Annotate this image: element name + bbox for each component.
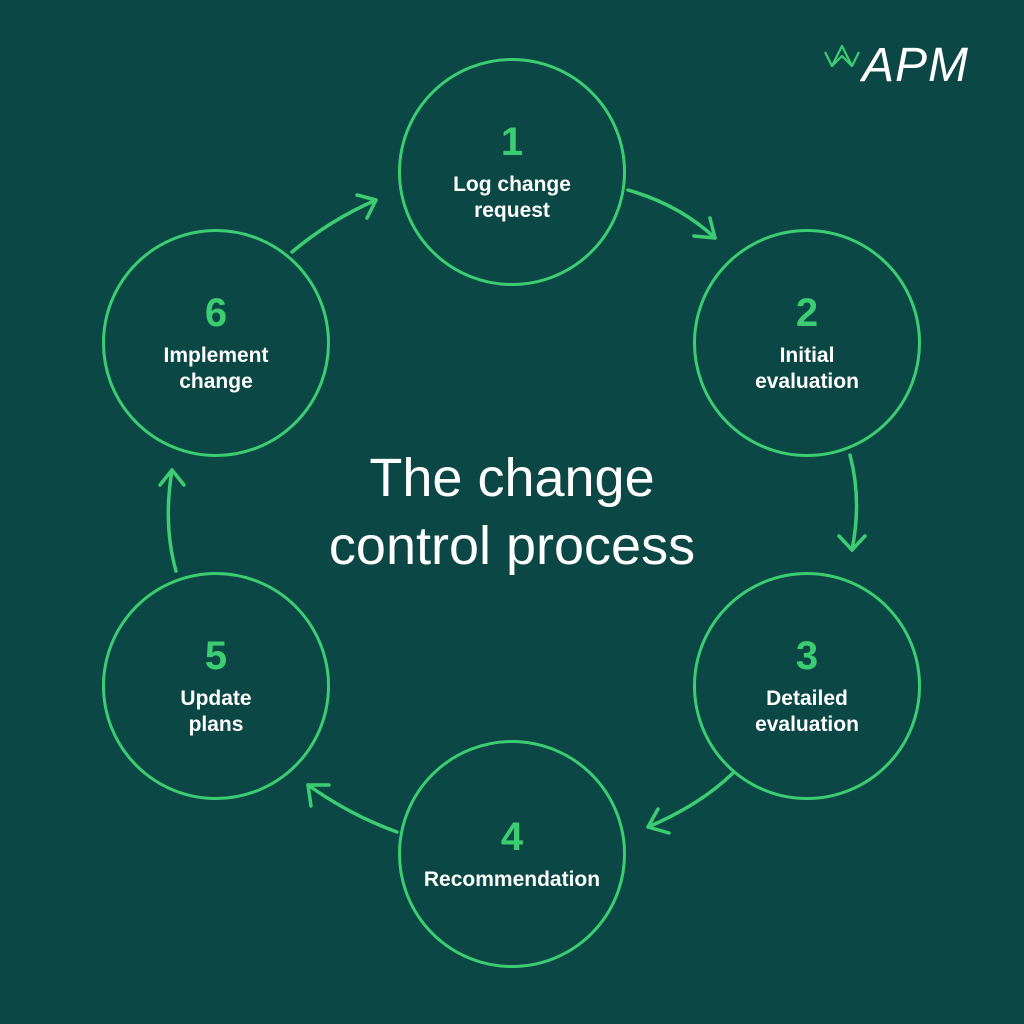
step-2-circle: 2 Initial evaluation (693, 229, 921, 457)
crown-icon (824, 44, 860, 68)
step-6-circle: 6 Implement change (102, 229, 330, 457)
arrow-4-to-5 (306, 783, 399, 834)
arrow-5-to-6 (166, 468, 178, 573)
step-5-circle: 5 Update plans (102, 572, 330, 800)
diagram-title: The change control process (328, 448, 696, 576)
arrowhead-2-to-3 (837, 534, 867, 552)
step-4-number: 4 (500, 815, 524, 859)
apm-logo: APM (822, 38, 987, 93)
step-3-number: 3 (795, 634, 819, 678)
step-1-circle: 1 Log change request (398, 58, 626, 286)
arrowhead-5-to-6 (158, 468, 186, 487)
step-6-label: Implement change (163, 344, 269, 393)
step-1-number: 1 (500, 120, 524, 164)
step-5-number: 5 (204, 634, 228, 678)
arrowhead-1-to-2 (692, 216, 717, 240)
arrow-6-to-1 (290, 198, 378, 254)
step-3-circle: 3 Detailed evaluation (693, 572, 921, 800)
arrow-3-to-4 (646, 771, 735, 829)
step-4-label: Recommendation (423, 868, 601, 891)
step-6-number: 6 (204, 291, 228, 335)
arrowhead-3-to-4 (646, 807, 671, 835)
arrow-2-to-3 (848, 453, 859, 552)
step-3-label: Detailed evaluation (755, 687, 859, 736)
step-5-label: Update plans (180, 687, 252, 736)
logo-text: APM (862, 39, 970, 92)
step-2-label: Initial evaluation (755, 344, 859, 393)
step-2-number: 2 (795, 291, 819, 335)
step-4-circle: 4 Recommendation (398, 740, 626, 968)
arrowhead-6-to-1 (355, 193, 378, 220)
step-1-label: Log change request (453, 173, 571, 222)
arrowhead-4-to-5 (306, 783, 331, 808)
arrow-1-to-2 (626, 188, 717, 240)
